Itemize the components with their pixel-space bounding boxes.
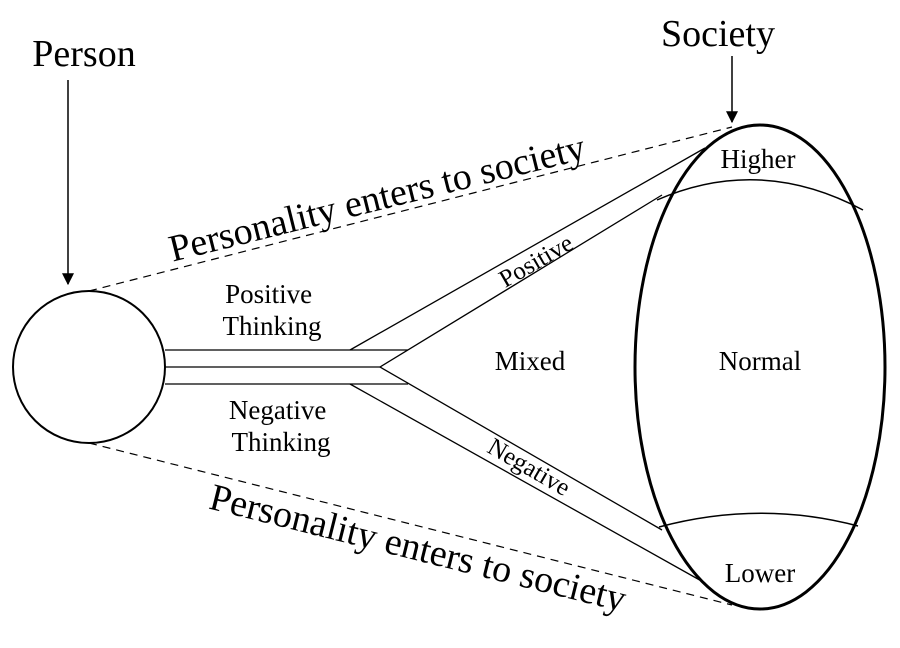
negative-branch-label: Negative xyxy=(483,433,575,501)
mixed-label: Mixed xyxy=(495,346,566,376)
negative-thinking-label: Negative Thinking xyxy=(229,395,333,457)
positive-thinking-line-1: Positive xyxy=(225,279,312,309)
society-level-lower: Lower xyxy=(725,558,795,588)
person-label: Person xyxy=(32,33,135,75)
higher-divider xyxy=(656,179,864,211)
negative-thinking-line-2: Thinking xyxy=(232,427,331,457)
positive-thinking-line-2: Thinking xyxy=(223,311,322,341)
lower-divider xyxy=(658,512,859,528)
negative-branch-inner xyxy=(379,366,663,531)
positive-branch-outer xyxy=(349,147,706,351)
upper-path-label: Personality enters to society xyxy=(165,126,590,270)
positive-thinking-label: Positive Thinking xyxy=(223,279,322,341)
upper-dashed-line xyxy=(88,126,733,292)
negative-thinking-line-1: Negative xyxy=(229,395,326,425)
society-ellipse xyxy=(633,123,887,611)
lower-path-label: Personality enters to society xyxy=(205,476,630,620)
positive-branch-inner xyxy=(379,194,663,368)
society-level-higher: Higher xyxy=(721,144,796,174)
person-circle xyxy=(12,290,166,444)
lower-dashed-line xyxy=(88,442,733,606)
society-level-normal: Normal xyxy=(719,346,801,376)
positive-branch-label: Positive xyxy=(495,230,578,294)
society-label: Society xyxy=(661,13,775,55)
negative-branch-outer xyxy=(349,383,706,584)
